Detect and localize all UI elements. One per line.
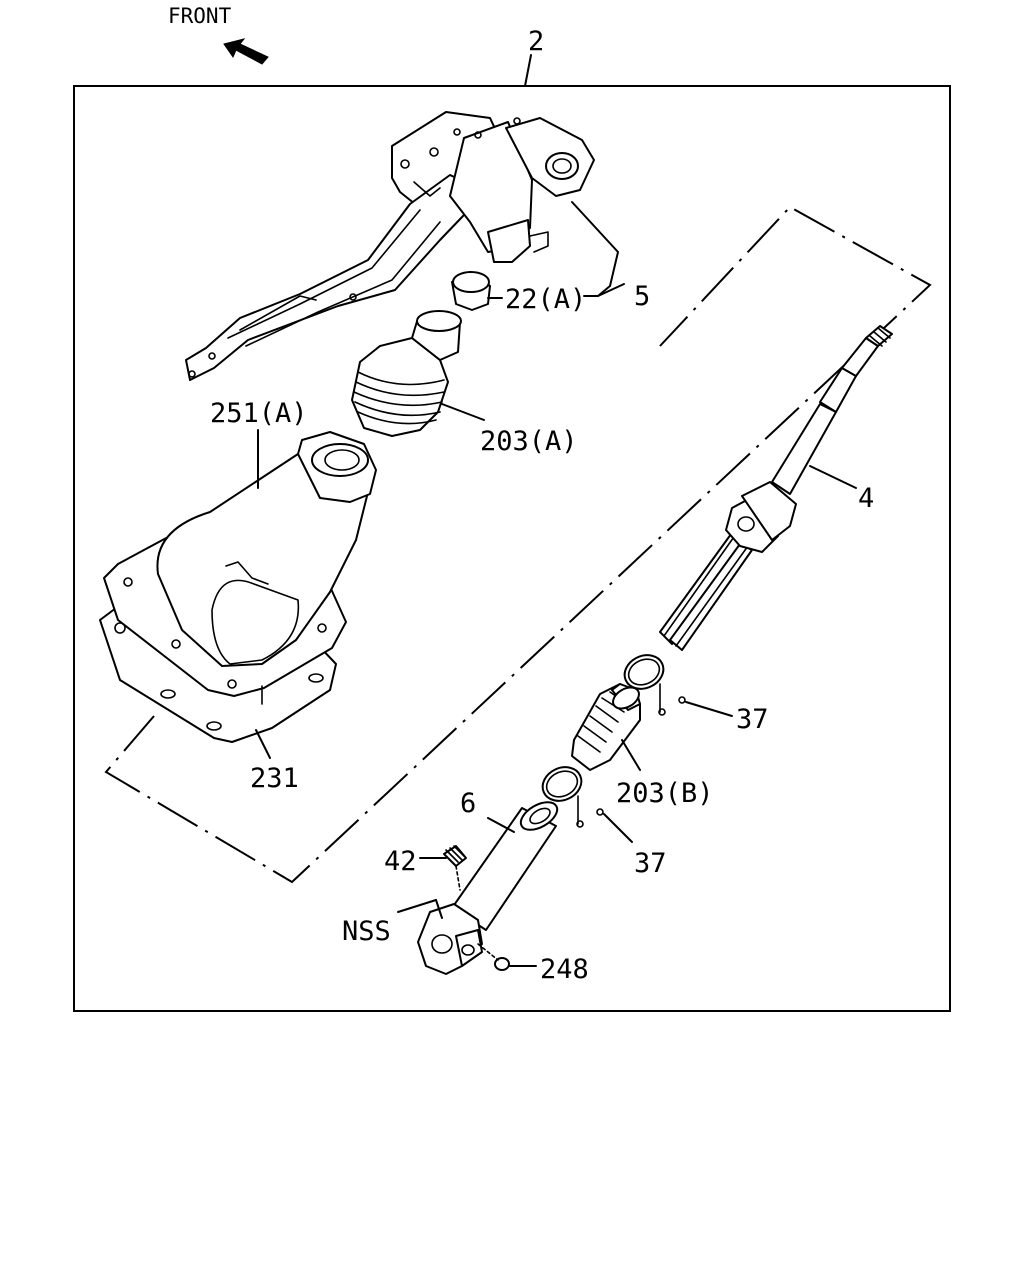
- callout-2: 2: [528, 26, 544, 57]
- callout-22a: 22(A): [505, 284, 586, 315]
- callout-4: 4: [858, 483, 874, 514]
- leader-203b: [621, 739, 641, 771]
- callout-37-lower: 37: [634, 848, 667, 879]
- leader-37-lower: [603, 813, 633, 843]
- callout-37-upper: 37: [736, 704, 769, 735]
- leader-5b: [597, 283, 625, 297]
- lower-boot-part: [571, 683, 641, 771]
- leader-nss: [397, 899, 437, 913]
- leader-203a: [441, 403, 485, 421]
- leader-5: [571, 201, 619, 297]
- upper-boot-part: [351, 310, 462, 437]
- leader-6: [487, 817, 515, 833]
- yoke-part: [417, 903, 483, 975]
- bracket-part: [185, 111, 595, 381]
- lower-clamp-part: [541, 766, 604, 828]
- assembly-frame: [73, 85, 951, 1012]
- bolt-part: [477, 943, 510, 971]
- callout-6: 6: [460, 788, 476, 819]
- callout-5: 5: [634, 281, 650, 312]
- callout-251a: 251(A): [210, 398, 308, 429]
- callout-203a: 203(A): [480, 426, 578, 457]
- leader-4: [809, 465, 857, 489]
- assembly-guide-line: [104, 205, 932, 884]
- callout-231: 231: [250, 763, 299, 794]
- boot-cover-part: [103, 431, 377, 705]
- callout-42: 42: [384, 846, 417, 877]
- callout-nss: NSS: [342, 916, 391, 947]
- callout-203b: 203(B): [616, 778, 714, 809]
- bushing-part: [451, 271, 491, 311]
- leader-2: [524, 54, 532, 87]
- steering-shaft-part: [659, 325, 893, 651]
- leader-37-upper: [685, 701, 733, 717]
- callout-248: 248: [540, 954, 589, 985]
- leader-231: [255, 729, 271, 759]
- upper-clamp-part: [623, 654, 686, 716]
- leader-nss-b: [435, 899, 443, 919]
- front-direction-arrow-icon: [223, 38, 269, 65]
- front-label: FRONT: [168, 4, 232, 28]
- grease-nipple-part: [443, 845, 467, 891]
